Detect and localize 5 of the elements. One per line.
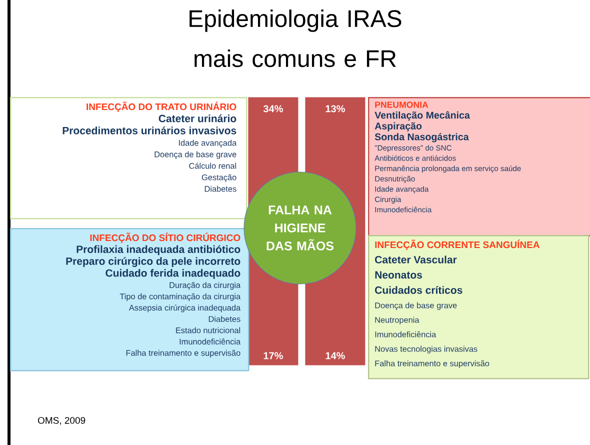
title: Epidemiologia IRAS mais comuns e FR bbox=[190, 10, 402, 68]
risk-factor-box: INFECÇÃO DO TRATO URINÁRIO Cateter urinário Procedimentos urinários invasivos Idade avançada Doença de base grave Cálculo renal Gestação Diabetes bbox=[10, 97, 248, 220]
risk-factor-box: INFECÇÃO CORRENTE SANGUÍNEA Cateter Vascular Neonatos Cuidados críticos Doença de base grave Neutropenia Imunodeficiência Novas tecnologias invasivas Falha treinamento e supervisão bbox=[368, 235, 590, 380]
risk-factor-box: INFECÇÃO DO SÍTIO CIRÚRGICO Profilaxia inadequada antibiótico Preparo cirúrgico da pele incorreto Cuidado ferida inadequado Duração da cirurgia Tipo de contaminação da cirurgia Assepsia cirúrgica inadequada Diabetes Estado nutricional Imunodeficiência Falha treinamento e supervisão bbox=[10, 228, 250, 372]
source-note: OMS, 2009 bbox=[38, 417, 86, 425]
